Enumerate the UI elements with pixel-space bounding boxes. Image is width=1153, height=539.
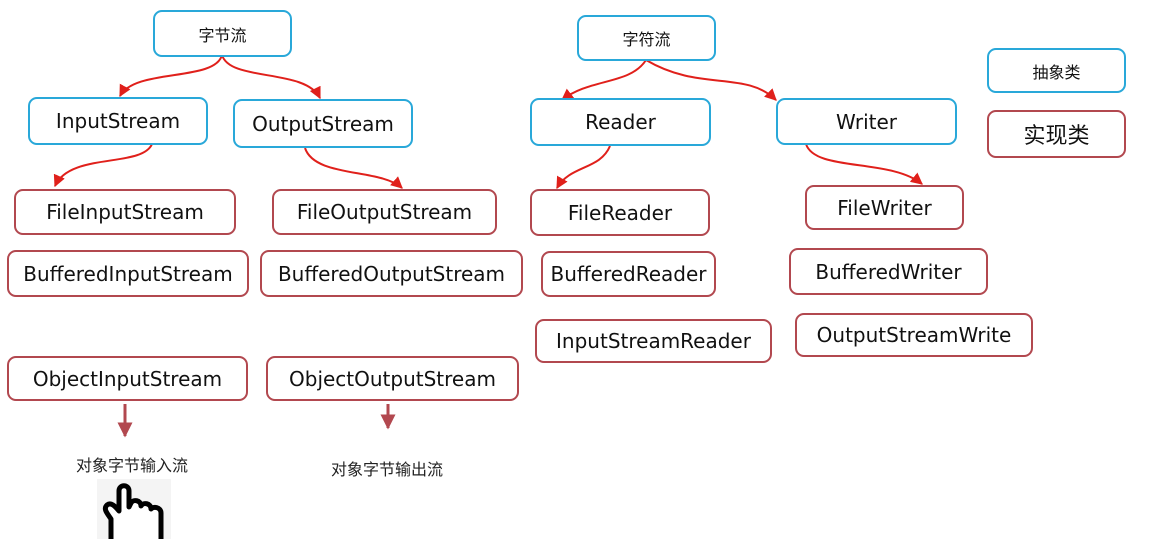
connector-reader-to-filereader (556, 145, 611, 190)
char-stream-node: 字符流 (577, 15, 716, 61)
connector-writer-to-filewriter (805, 143, 923, 185)
output-stream-node: OutputStream (233, 99, 413, 148)
connector-output-to-fileoutput (304, 147, 403, 189)
input-stream-node: InputStream (28, 97, 208, 145)
caption-object-output: 对象字节输出流 (331, 460, 444, 479)
file-output-stream-node: FileOutputStream (272, 189, 497, 235)
byte-stream-node: 字节流 (153, 10, 292, 57)
buffered-writer-node: BufferedWriter (789, 248, 988, 295)
connector-input-to-fileinput (53, 143, 153, 188)
caption-object-input: 对象字节输入流 (76, 456, 189, 475)
file-input-stream-node: FileInputStream (14, 189, 236, 235)
buffered-input-stream-node: BufferedInputStream (7, 250, 249, 297)
object-input-stream-node: ObjectInputStream (7, 356, 248, 401)
connector-char-to-reader (561, 59, 647, 101)
legend-abstract: 抽象类 (987, 48, 1126, 93)
connector-byte-to-output (221, 54, 321, 100)
hand-pointer-icon (97, 479, 171, 539)
input-stream-reader-node: InputStreamReader (535, 319, 772, 363)
writer-node: Writer (776, 98, 957, 145)
reader-node: Reader (530, 98, 711, 146)
connector-byte-to-input (119, 54, 223, 98)
buffered-reader-node: BufferedReader (541, 251, 716, 297)
legend-implementation: 实现类 (987, 110, 1126, 158)
connector-char-to-writer (645, 59, 777, 101)
output-stream-write-node: OutputStreamWrite (795, 313, 1033, 357)
object-output-stream-node: ObjectOutputStream (266, 356, 519, 401)
file-reader-node: FileReader (530, 189, 710, 236)
file-writer-node: FileWriter (805, 185, 964, 230)
buffered-output-stream-node: BufferedOutputStream (260, 250, 523, 297)
